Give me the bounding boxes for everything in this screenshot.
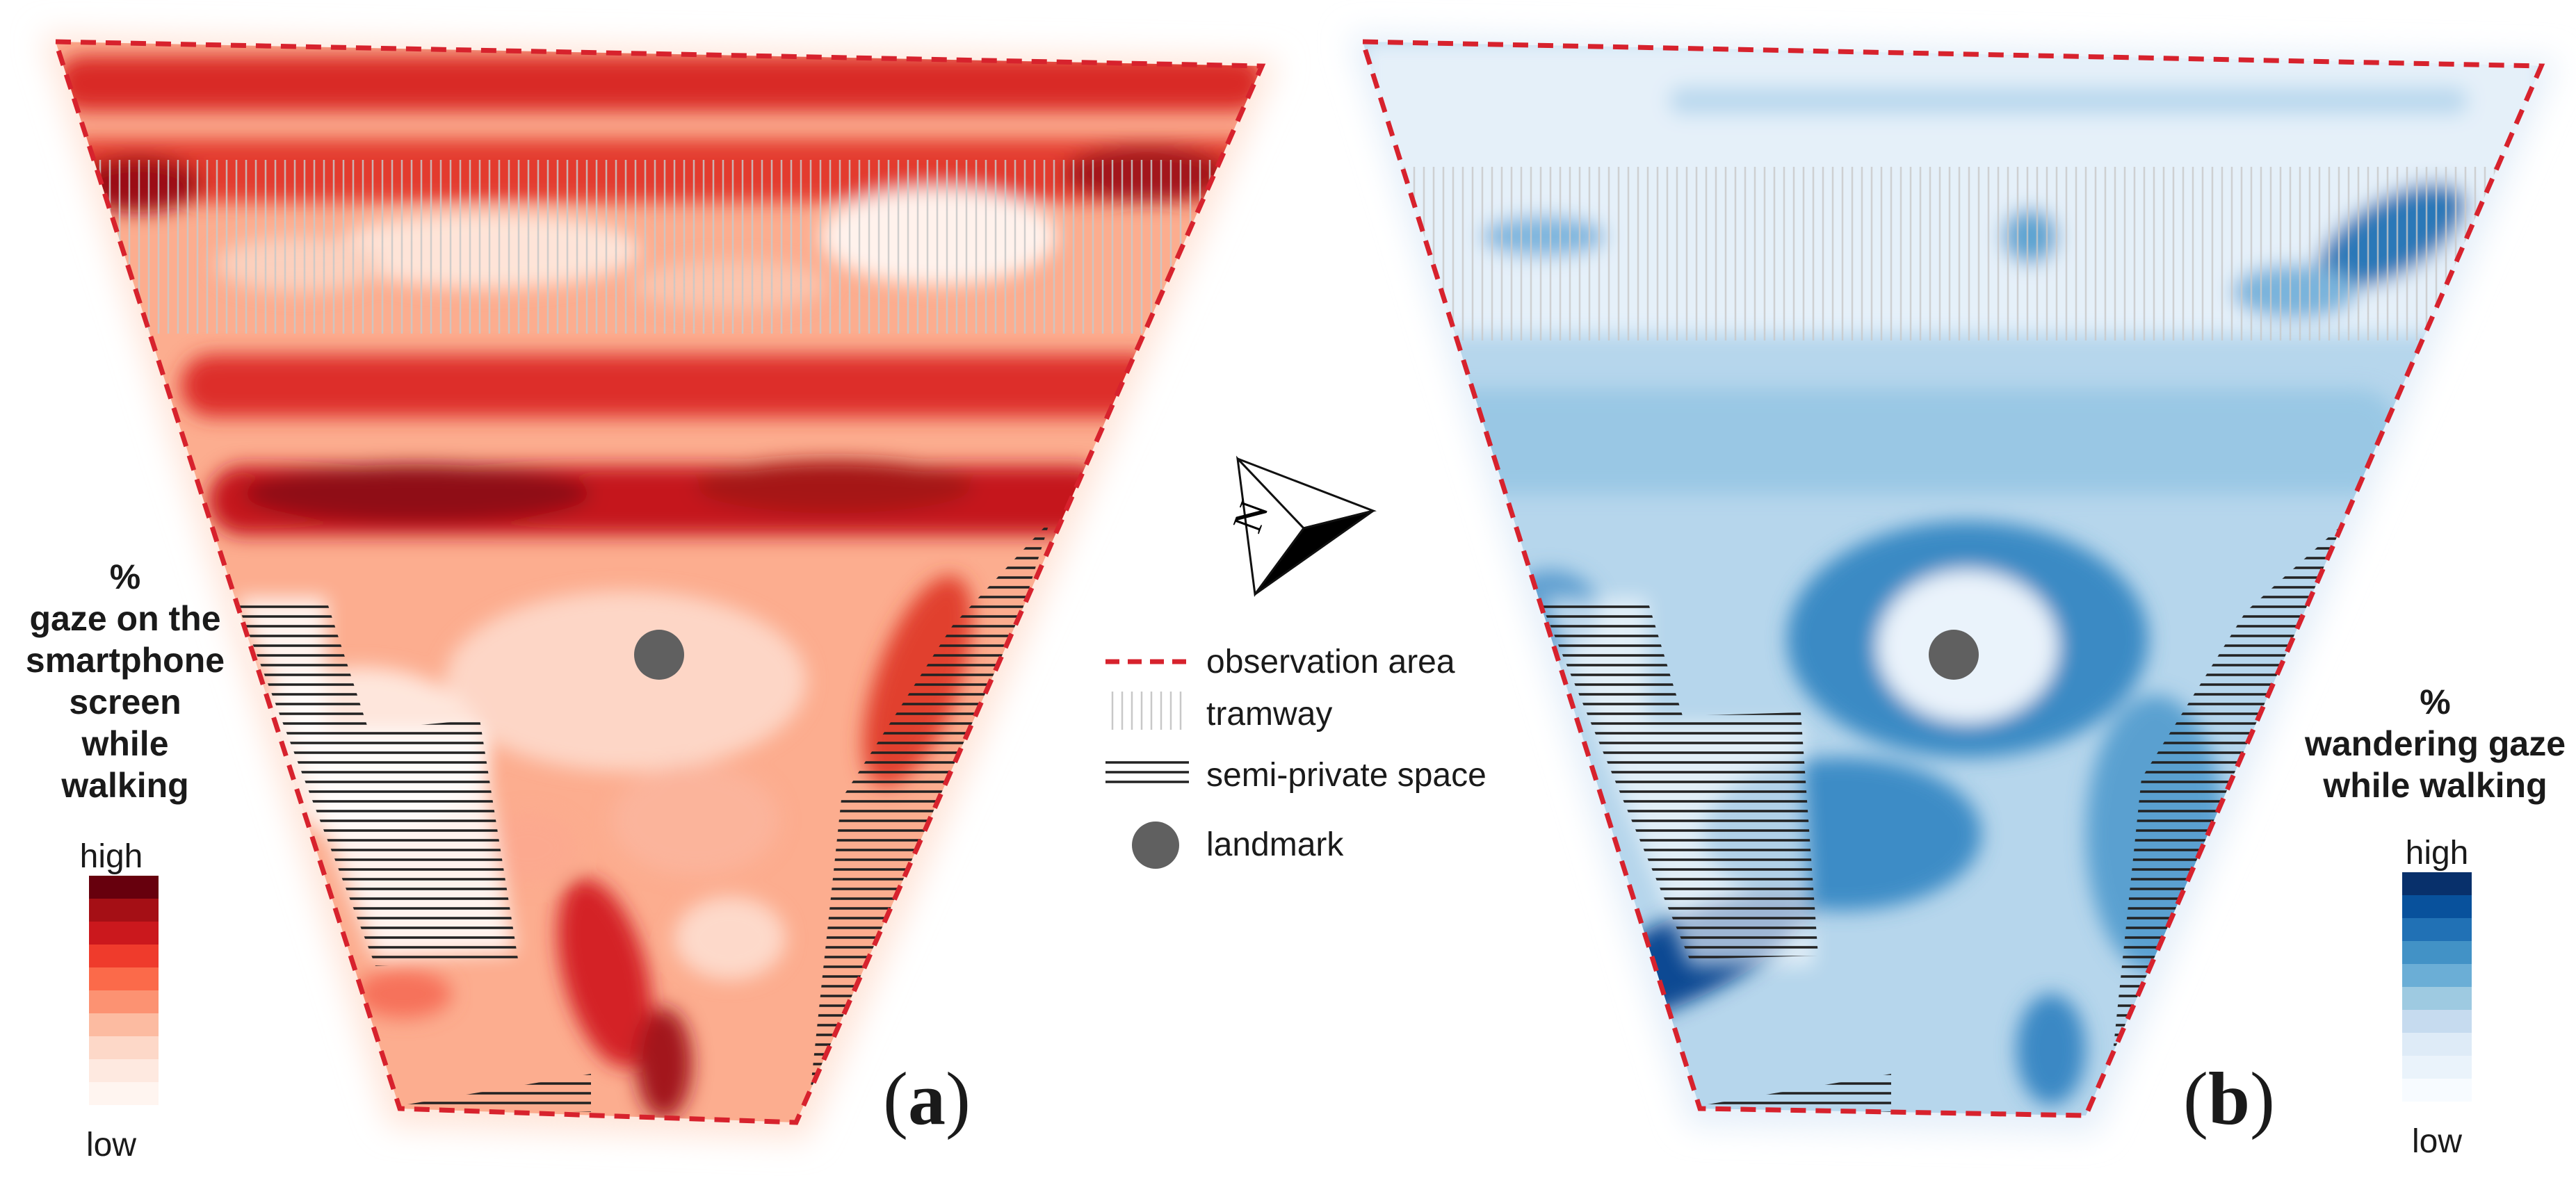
panel-a-ramp-step [89, 945, 159, 967]
panel-a-legend-line: smartphone [25, 641, 225, 680]
panel-b-ramp-step [2402, 941, 2472, 964]
panel-a-semi-private-left [236, 601, 518, 966]
panel-a-legend-line: screen [69, 683, 181, 721]
panel-b-scale-low: low [2411, 1123, 2463, 1160]
panel-b-label-letter: b [2208, 1058, 2251, 1141]
panel-a-ramp-step [89, 876, 159, 899]
panel-b-semi-private-left [1540, 601, 1818, 959]
panel-a-legend-percent: % [109, 557, 141, 596]
panel-a-ramp-step [89, 1036, 159, 1059]
panel-a-landmark [634, 630, 684, 680]
panel-a-label: (a) [883, 1056, 971, 1143]
panel-a-ramp-step [89, 967, 159, 990]
panel-a-scale-high: high [79, 838, 143, 875]
panel-b-ramp-step [2402, 1056, 2472, 1079]
panel-b-ramp-step [2402, 895, 2472, 918]
panel-b-scale-high: high [2405, 835, 2469, 872]
panel-a-tramway [56, 160, 1262, 334]
panel-b-label: (b) [2183, 1056, 2275, 1143]
panel-a-label-open: ( [883, 1058, 908, 1141]
panel-a-ramp-step [89, 899, 159, 922]
panel-b-landmark [1929, 630, 1979, 680]
panel-a-legend-title: % gaze on the smartphone screen while wa… [0, 556, 250, 806]
key-observation-area: observation area [1206, 644, 1455, 680]
panel-a-legend-line: gaze on the [29, 599, 221, 638]
semi-private-swatch [1105, 754, 1189, 789]
panel-a-observation-outline [52, 39, 1266, 1125]
key-tramway: tramway [1206, 696, 1333, 733]
panel-b-semi-private-bottom [1703, 1074, 1891, 1112]
panel-b-legend-line: wandering gaze [2304, 724, 2566, 763]
panel-b-legend-percent: % [2420, 683, 2451, 721]
panel-a-label-close: ) [945, 1058, 971, 1141]
landmark-swatch [1132, 822, 1179, 869]
panel-b-label-open: ( [2183, 1058, 2208, 1141]
panel-b-ramp-step [2402, 987, 2472, 1010]
panel-a-ramp-step [89, 1013, 159, 1036]
panel-b-observation-outline [1359, 39, 2545, 1118]
panel-b-label-close: ) [2250, 1058, 2276, 1141]
panel-b-map [1349, 35, 2559, 1133]
panel-b-tramway [1363, 167, 2541, 341]
panel-b-ramp-step [2402, 872, 2472, 895]
panel-a-ramp-step [89, 1082, 159, 1105]
panel-a-semi-private-bottom [403, 1074, 591, 1112]
tramway-swatch [1105, 692, 1189, 730]
panel-b-color-ramp [2402, 872, 2472, 1102]
key-landmark: landmark [1206, 826, 1344, 863]
panel-a-color-ramp [89, 876, 159, 1105]
panel-a-legend-line: while [81, 724, 169, 763]
panel-b-ramp-step [2402, 964, 2472, 987]
panel-b-ramp-step [2402, 1010, 2472, 1033]
north-arrow-icon [1236, 455, 1377, 597]
key-symbols [1105, 659, 1192, 869]
panel-b-ramp-step [2402, 1033, 2472, 1056]
panel-b-ramp-step [2402, 1079, 2472, 1102]
panel-a-legend-line: walking [61, 766, 189, 805]
key-semi-private-space: semi-private space [1206, 757, 1487, 794]
panel-b-legend-title: % wandering gaze while walking [2294, 681, 2576, 806]
panel-a-scale-low: low [86, 1127, 137, 1163]
panel-a-label-letter: a [907, 1058, 946, 1141]
panel-a-ramp-step [89, 922, 159, 945]
panel-b-ramp-step [2402, 918, 2472, 941]
panel-a-ramp-step [89, 1059, 159, 1082]
panel-a-ramp-step [89, 990, 159, 1013]
panel-b-legend-line: while walking [2323, 766, 2547, 805]
